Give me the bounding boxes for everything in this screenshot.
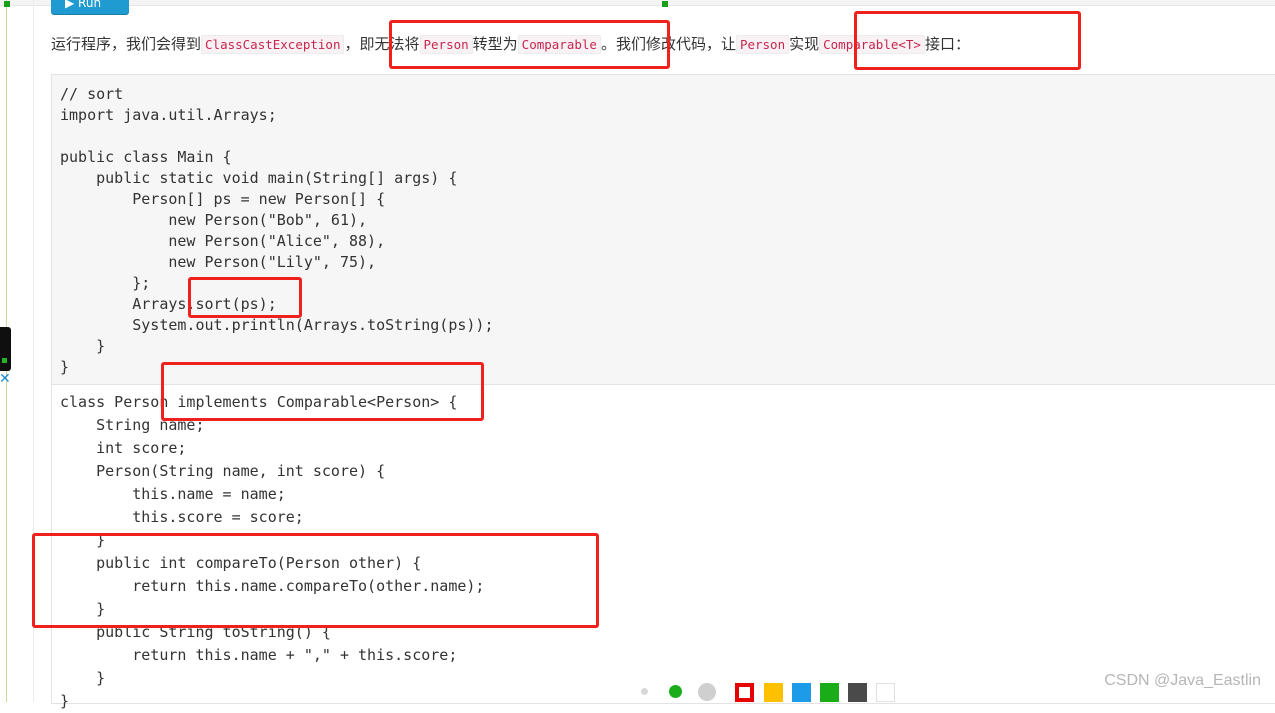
code-main-class: // sort import java.util.Arrays; public …	[60, 85, 494, 376]
content-column-guide	[33, 0, 34, 702]
inline-code-comparable: Comparable	[517, 35, 601, 54]
selection-handle[interactable]	[662, 1, 668, 7]
annotation-box	[32, 533, 599, 628]
paragraph-text: 转型为	[472, 35, 518, 53]
inline-code-person: Person	[419, 35, 473, 54]
color-swatch-yellow[interactable]	[764, 683, 783, 702]
pen-size-small-icon[interactable]	[641, 688, 648, 695]
paragraph-text: 实现	[789, 35, 820, 53]
paragraph-text: 接口：	[924, 35, 970, 53]
pen-size-large-icon[interactable]	[698, 683, 716, 701]
annotation-box	[161, 362, 484, 421]
run-button[interactable]: ▶ Run	[51, 0, 129, 14]
code-block-lower	[52, 384, 1275, 703]
annotation-box	[389, 20, 670, 69]
inline-code-classcastexception: ClassCastException	[201, 35, 345, 54]
inline-code-comparable-t: Comparable<T>	[819, 35, 925, 54]
inline-code-person: Person	[735, 35, 790, 54]
selection-handle[interactable]	[4, 1, 10, 7]
page-top-edge	[0, 0, 1275, 6]
color-swatch-blue[interactable]	[792, 683, 811, 702]
close-icon[interactable]: ✕	[0, 371, 11, 387]
color-swatch-white[interactable]	[876, 683, 895, 702]
color-swatch-red[interactable]	[735, 683, 754, 702]
pen-size-medium-icon[interactable]	[669, 685, 682, 698]
paragraph-text: 运行程序，我们会得到	[51, 35, 202, 53]
watermark: CSDN @Java_Eastlin	[1104, 672, 1261, 689]
side-drag-handle[interactable]	[0, 327, 11, 371]
color-swatch-dark[interactable]	[848, 683, 867, 702]
side-handle-dot	[2, 358, 7, 363]
annotation-box	[854, 11, 1081, 70]
paragraph-text: ，即无法将	[344, 35, 420, 53]
color-swatch-green[interactable]	[820, 683, 839, 702]
annotation-box	[188, 277, 302, 318]
